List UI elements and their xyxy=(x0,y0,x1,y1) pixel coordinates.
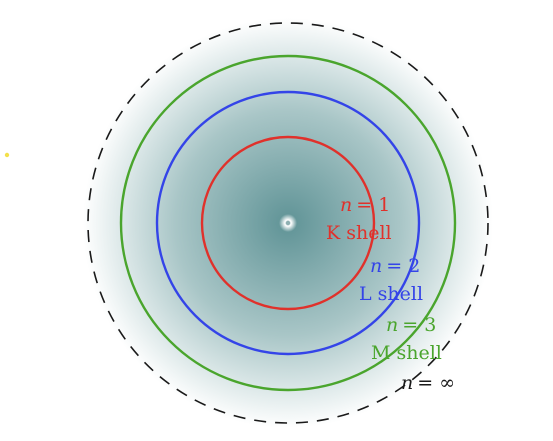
photon-dot xyxy=(4,152,10,158)
l-shell-circle xyxy=(155,90,421,356)
l-shell-n-value: = 2 xyxy=(386,255,420,277)
m-shell-n-label: n= 3 xyxy=(386,314,436,336)
m-shell-n-symbol: n xyxy=(386,314,398,336)
k-shell-n-value: = 1 xyxy=(356,194,390,216)
l-shell-name-label: L shell xyxy=(359,283,423,305)
k-shell-n-label: n= 1 xyxy=(340,194,390,216)
k-shell-n-symbol: n xyxy=(340,194,352,216)
k-shell-circle xyxy=(200,135,376,311)
k-shell-name-label: K shell xyxy=(326,222,392,244)
m-shell-n-value: = 3 xyxy=(402,314,436,336)
l-shell-n-symbol: n xyxy=(370,255,382,277)
infinity-n-value: = ∞ xyxy=(417,372,455,394)
m-shell-circle xyxy=(119,54,457,392)
infinity-n-symbol: n xyxy=(401,372,413,394)
l-shell-n-label: n= 2 xyxy=(370,255,420,277)
m-shell-name-label: M shell xyxy=(371,342,442,364)
infinity-shell-label: n= ∞ xyxy=(401,372,455,394)
infinity-shell-circle xyxy=(87,22,489,424)
nucleus-core xyxy=(285,220,291,226)
